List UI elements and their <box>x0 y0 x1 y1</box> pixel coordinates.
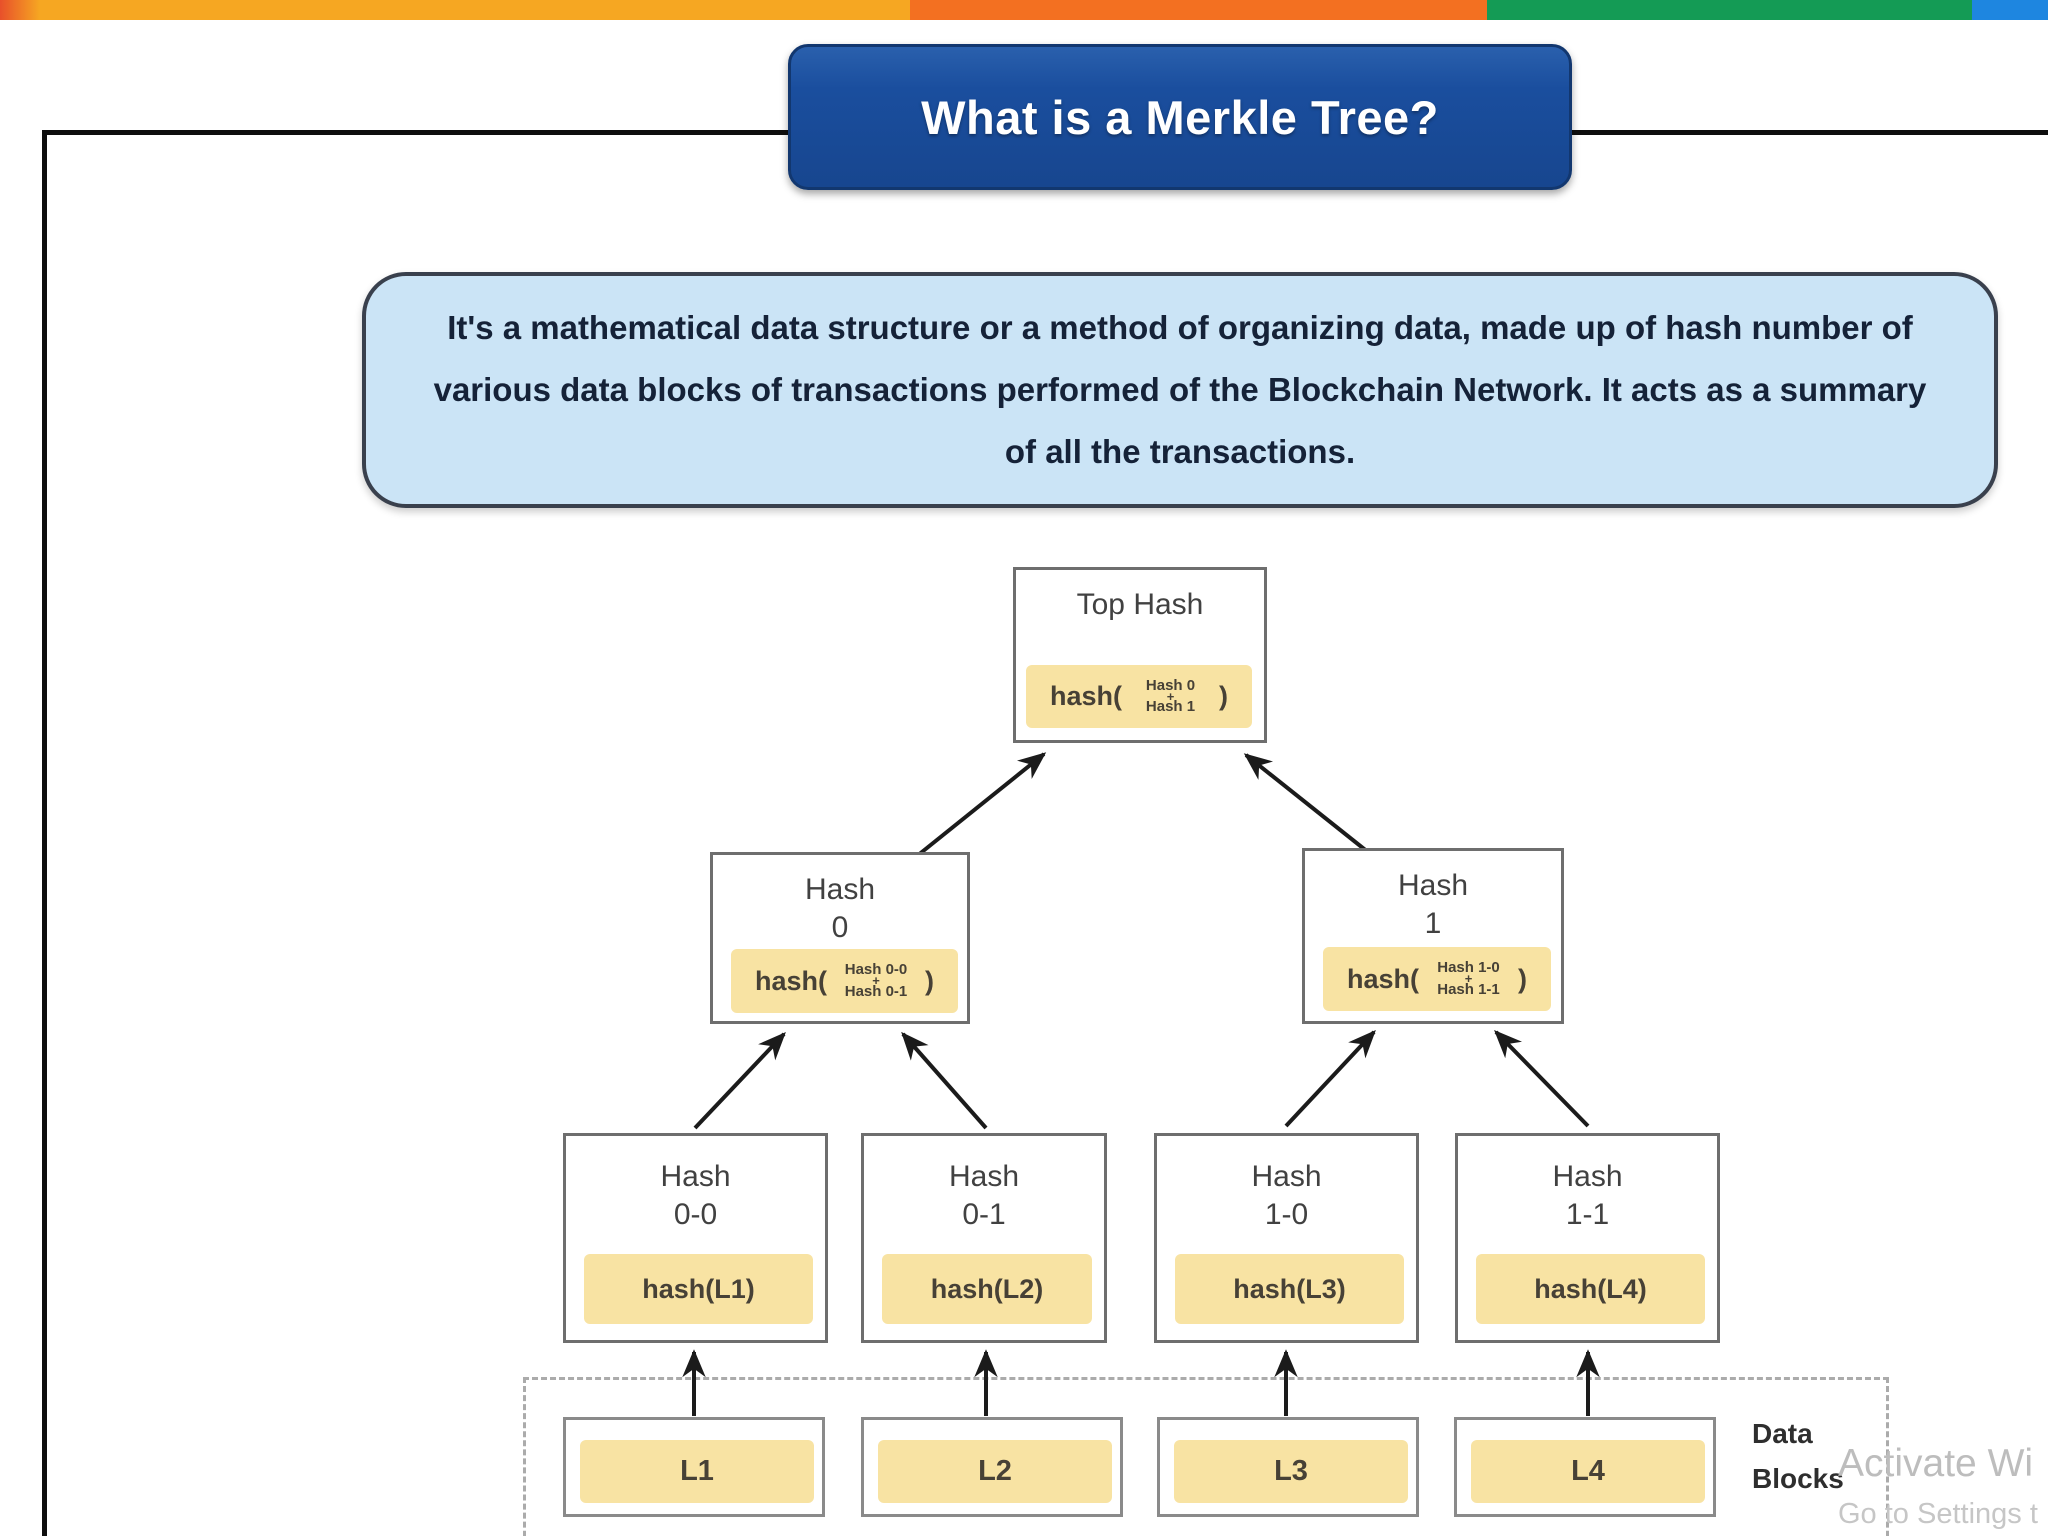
node-hash-1-0: Hash 1-0 hash(L3) <box>1154 1133 1419 1343</box>
operand-top: Hash 1-0 <box>1437 959 1500 977</box>
operand-top: Hash 0-0 <box>844 961 908 979</box>
plus-operator: + <box>1166 688 1175 704</box>
data-block-l3: L3 <box>1157 1417 1419 1517</box>
node-title: Hash 1-0 <box>1251 1160 1322 1231</box>
description-text: It's a mathematical data structure or a … <box>433 308 1927 471</box>
frame-left-line <box>42 130 47 1536</box>
data-block-l1: L1 <box>563 1417 825 1517</box>
node-top-hash: Top Hash hash( Hash 0 + Hash 1 ) <box>1013 567 1267 743</box>
operand-bottom: Hash 1 <box>1145 698 1196 716</box>
activate-windows-watermark-line2: Go to Settings t <box>1838 1498 2038 1530</box>
hash-formula: hash( Hash 1-0 + Hash 1-1 ) <box>1323 947 1551 1011</box>
node-hash-1: Hash 1 hash( Hash 1-0 + Hash 1-1 ) <box>1302 848 1564 1024</box>
block-label: L3 <box>1274 1455 1308 1487</box>
node-title: Top Hash <box>1076 588 1204 621</box>
node-title: Hash 1 <box>1397 869 1469 940</box>
node-title: Hash 0-0 <box>660 1160 731 1231</box>
operand-top: Hash 0 <box>1145 676 1196 694</box>
operand-bottom: Hash 0-1 <box>844 982 908 1000</box>
block-label: L4 <box>1571 1455 1605 1487</box>
hash-formula: hash(L2) <box>882 1254 1092 1324</box>
data-block-l4: L4 <box>1454 1417 1716 1517</box>
hash-formula: hash(L4) <box>1476 1254 1705 1324</box>
formula-prefix: hash( <box>1347 963 1420 994</box>
formula-prefix: hash( <box>1050 681 1123 711</box>
node-hash-0-1: Hash 0-1 hash(L2) <box>861 1133 1107 1343</box>
top-accent-bar <box>0 0 2048 20</box>
accent-bar-blue-segment <box>1972 0 2048 20</box>
formula-suffix: ) <box>924 965 934 996</box>
node-hash-0-0: Hash 0-0 hash(L1) <box>563 1133 828 1343</box>
data-blocks-region <box>523 1377 1889 1536</box>
activate-windows-watermark-line1: Activate Wi <box>1838 1442 2034 1485</box>
accent-bar-amber-segment <box>0 0 910 20</box>
hash-formula: hash(L1) <box>584 1254 813 1324</box>
node-hash-0: Hash 0 hash( Hash 0-0 + Hash 0-1 ) <box>710 852 970 1024</box>
formula-prefix: hash( <box>755 965 828 996</box>
formula-operands: Hash 0-0 + Hash 0-1 <box>845 962 908 999</box>
accent-bar-green-segment <box>1487 0 1972 20</box>
plus-operator: + <box>1464 971 1473 987</box>
operand-bottom: Hash 1-1 <box>1437 980 1500 998</box>
page-title: What is a Merkle Tree? <box>921 90 1439 144</box>
formula-operands: Hash 1-0 + Hash 1-1 <box>1437 960 1500 997</box>
data-block-l2: L2 <box>861 1417 1123 1517</box>
formula-operands: Hash 0 + Hash 1 <box>1146 678 1195 715</box>
node-hash-1-1: Hash 1-1 hash(L4) <box>1455 1133 1720 1343</box>
node-title: Hash 1-1 <box>1552 1160 1623 1231</box>
description-callout: It's a mathematical data structure or a … <box>362 272 1998 508</box>
slide-title-banner: What is a Merkle Tree? <box>788 44 1572 190</box>
formula-suffix: ) <box>1517 963 1527 994</box>
accent-bar-orange-segment <box>910 0 1487 20</box>
data-blocks-caption: Data Blocks <box>1752 1418 1844 1494</box>
block-label: L2 <box>978 1455 1012 1487</box>
hash-formula: hash( Hash 0-0 + Hash 0-1 ) <box>731 949 958 1013</box>
plus-operator: + <box>872 973 880 989</box>
formula-suffix: ) <box>1219 681 1228 711</box>
hash-formula: hash( Hash 0 + Hash 1 ) <box>1026 665 1252 728</box>
node-title: Hash 0 <box>804 873 876 944</box>
node-title: Hash 0-1 <box>948 1160 1020 1231</box>
hash-formula: hash(L3) <box>1175 1254 1404 1324</box>
block-label: L1 <box>680 1455 714 1487</box>
